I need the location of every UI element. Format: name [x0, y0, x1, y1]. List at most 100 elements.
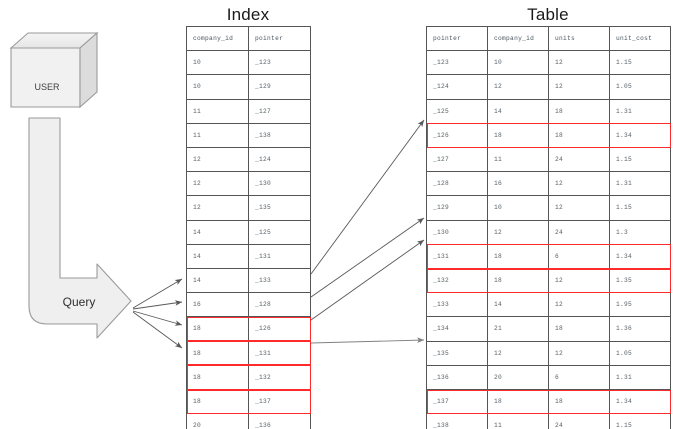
table-cell-company-id: 18 — [487, 268, 549, 294]
table-cell-company-id: 14 — [487, 292, 549, 318]
table-cell-pointer: _132 — [426, 268, 488, 294]
table-cell-unit-cost: 1.34 — [609, 389, 671, 415]
table-cell-units: 12 — [548, 268, 610, 294]
table-cell-units: 18 — [548, 316, 610, 342]
table-cell-units: 12 — [548, 195, 610, 221]
index-cell-pointer: _131 — [248, 243, 311, 270]
table-cell-unit-cost: 1.35 — [609, 268, 671, 294]
query-arrow-label: Query — [62, 295, 96, 309]
index-cell-pointer: _131 — [248, 340, 311, 366]
table-cell-pointer: _126 — [426, 122, 488, 149]
index-row: 18_131 — [186, 340, 311, 366]
index-cell-company-id: 11 — [186, 122, 249, 149]
index-cell-company-id: 12 — [186, 195, 249, 221]
index-row: 11_138 — [186, 122, 311, 149]
index-cell-company-id: 12 — [186, 147, 249, 173]
table-cell-units: 12 — [548, 340, 610, 366]
index-cell-pointer: _133 — [248, 268, 311, 294]
index-cell-pointer: _123 — [248, 50, 311, 76]
index-cell-pointer: _137 — [248, 389, 311, 415]
table-cell-unit-cost: 1.05 — [609, 74, 671, 100]
table-col-company-id: company_id — [487, 25, 549, 52]
index-row: 12_135 — [186, 195, 311, 221]
table-cell-units: 18 — [548, 389, 610, 415]
table-cell-company-id: 20 — [487, 364, 549, 391]
index-row: 18_137 — [186, 389, 311, 415]
table-cell-pointer: _128 — [426, 171, 488, 197]
table-cell-units: 18 — [548, 98, 610, 124]
index-row: 20_136 — [186, 413, 311, 429]
table-cell-pointer: _133 — [426, 292, 488, 318]
index-cell-company-id: 14 — [186, 243, 249, 270]
index-row: 11_127 — [186, 98, 311, 124]
table-cell-unit-cost: 1.95 — [609, 292, 671, 318]
index-to-table-arrows — [310, 119, 425, 344]
table-cell-unit-cost: 1.15 — [609, 413, 671, 429]
table-cell-company-id: 18 — [487, 243, 549, 270]
index-row: 10_123 — [186, 50, 311, 76]
table-cell-pointer: _123 — [426, 50, 488, 76]
table-cell-units: 6 — [548, 243, 610, 270]
index-cell-company-id: 18 — [186, 389, 249, 415]
table-cell-pointer: _134 — [426, 316, 488, 342]
index-row: 18_132 — [186, 364, 311, 391]
table-cell-unit-cost: 1.31 — [609, 171, 671, 197]
table-cell-pointer: _131 — [426, 243, 488, 270]
index-cell-pointer: _129 — [248, 74, 311, 100]
table-cell-company-id: 10 — [487, 195, 549, 221]
index-cell-pointer: _126 — [248, 316, 311, 342]
table-cell-company-id: 12 — [487, 74, 549, 100]
table-cell-units: 24 — [548, 147, 610, 173]
table-cell-unit-cost: 1.15 — [609, 195, 671, 221]
user-cube-label: USER — [34, 82, 60, 92]
table-cell-unit-cost: 1.34 — [609, 122, 671, 149]
table-cell-company-id: 18 — [487, 122, 549, 149]
index-cell-pointer: _132 — [248, 364, 311, 391]
table-cell-company-id: 11 — [487, 147, 549, 173]
table-cell-unit-cost: 1.3 — [609, 219, 671, 245]
index-cell-company-id: 10 — [186, 50, 249, 76]
index-cell-company-id: 12 — [186, 171, 249, 197]
table-cell-company-id: 12 — [487, 219, 549, 245]
index-cell-pointer: _138 — [248, 122, 311, 149]
table-cell-units: 24 — [548, 219, 610, 245]
table-cell-pointer: _125 — [426, 98, 488, 124]
table-cell-units: 12 — [548, 292, 610, 318]
table-cell-units: 6 — [548, 364, 610, 391]
table-cell-unit-cost: 1.31 — [609, 98, 671, 124]
index-cell-company-id: 18 — [186, 340, 249, 366]
index-cell-company-id: 14 — [186, 268, 249, 294]
table-cell-company-id: 18 — [487, 389, 549, 415]
table-cell-company-id: 16 — [487, 171, 549, 197]
table-cell-unit-cost: 1.15 — [609, 147, 671, 173]
table-cell-pointer: _130 — [426, 219, 488, 245]
index-cell-company-id: 18 — [186, 364, 249, 391]
index-row: 18_126 — [186, 316, 311, 342]
index-header-row: company_id pointer — [186, 25, 311, 52]
table-cell-pointer: _136 — [426, 364, 488, 391]
table-cell-units: 24 — [548, 413, 610, 429]
table-header-row: pointer company_id units unit_cost — [426, 25, 671, 52]
table-cell-units: 12 — [548, 74, 610, 100]
table-cell-company-id: 12 — [487, 340, 549, 366]
table-cell-company-id: 11 — [487, 413, 549, 429]
index-row: 14_133 — [186, 268, 311, 294]
table-cell-pointer: _138 — [426, 413, 488, 429]
table-col-pointer: pointer — [426, 25, 488, 52]
index-row: 16_128 — [186, 292, 311, 318]
query-to-index-arrows — [132, 278, 183, 349]
table-cell-unit-cost: 1.31 — [609, 364, 671, 391]
index-cell-company-id: 18 — [186, 316, 249, 342]
index-cell-pointer: _127 — [248, 98, 311, 124]
table-cell-pointer: _137 — [426, 389, 488, 415]
